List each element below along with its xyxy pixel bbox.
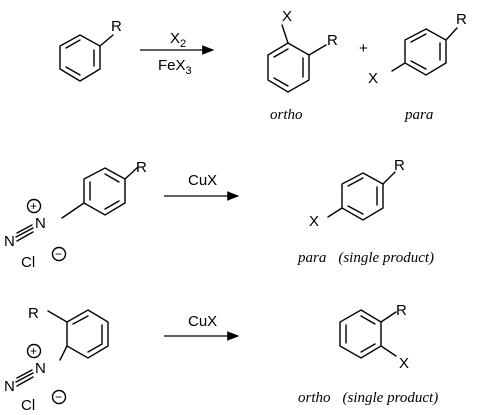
diazonium-2-n-plus: N: [35, 215, 46, 232]
para-r-label: R: [456, 11, 467, 28]
reagent-x2: X2: [170, 30, 186, 50]
reaction-3-reagent: CuX: [188, 313, 217, 330]
para-caption: para: [404, 107, 433, 123]
reaction-2: R N + N Cl − CuX R X para(single product…: [4, 157, 434, 271]
product-3-caption: ortho(single product): [298, 390, 438, 406]
diazonium-2-plus: +: [30, 199, 37, 213]
product-3-r-label: R: [396, 302, 407, 319]
diazonium-2-minus-circle: [51, 246, 67, 262]
diazonium-3-n-terminal: N: [4, 378, 15, 395]
diazonium-3-plus: +: [30, 344, 37, 358]
ortho-r-label: R: [327, 32, 338, 49]
product-2-x-label: X: [309, 213, 319, 230]
diazonium-2-n-terminal: N: [4, 233, 15, 250]
diazonium-2-plus-circle: [26, 198, 42, 214]
diazonium-3-r-label: R: [28, 305, 39, 322]
ortho-product-ring: [267, 24, 327, 93]
ortho-caption: ortho: [270, 107, 303, 123]
diazonium-3-n-plus: N: [35, 360, 46, 377]
product-2-r-label: R: [394, 157, 405, 174]
diazonium-2-r-label: R: [136, 159, 147, 176]
plus-sign: +: [359, 40, 368, 57]
reactant-r-label: R: [111, 18, 122, 35]
ortho-single-product-ring: [339, 309, 397, 359]
para-product-ring: [391, 27, 458, 76]
diazonium-2-triple-bond: [15, 224, 34, 242]
diazonium-para-ring: [61, 166, 139, 219]
ortho-x-label: X: [282, 8, 292, 25]
para-single-product-ring: [327, 171, 396, 221]
product-2-caption: para(single product): [297, 250, 434, 266]
reaction-1: R X2 FeX3 X R ortho + R X para: [59, 8, 467, 123]
diazonium-3-counterion: Cl: [21, 397, 35, 414]
para-x-label: X: [368, 70, 378, 87]
diazonium-2-minus: −: [55, 247, 62, 261]
reaction-2-reagent: CuX: [188, 172, 217, 189]
diazonium-3-minus: −: [55, 390, 62, 404]
product-3-x-label: X: [399, 355, 409, 372]
diazonium-3-minus-circle: [51, 389, 67, 405]
reaction-3: R N + N Cl − CuX R X ortho(single produc…: [4, 302, 438, 414]
reagent-fex3: FeX3: [158, 57, 192, 77]
diazonium-2-counterion: Cl: [21, 254, 35, 271]
diazonium-3-triple-bond: [15, 369, 34, 387]
diazonium-3-plus-circle: [26, 343, 42, 359]
diazonium-ortho-ring: [47, 309, 109, 361]
reactant-benzene-ring: [59, 34, 114, 82]
